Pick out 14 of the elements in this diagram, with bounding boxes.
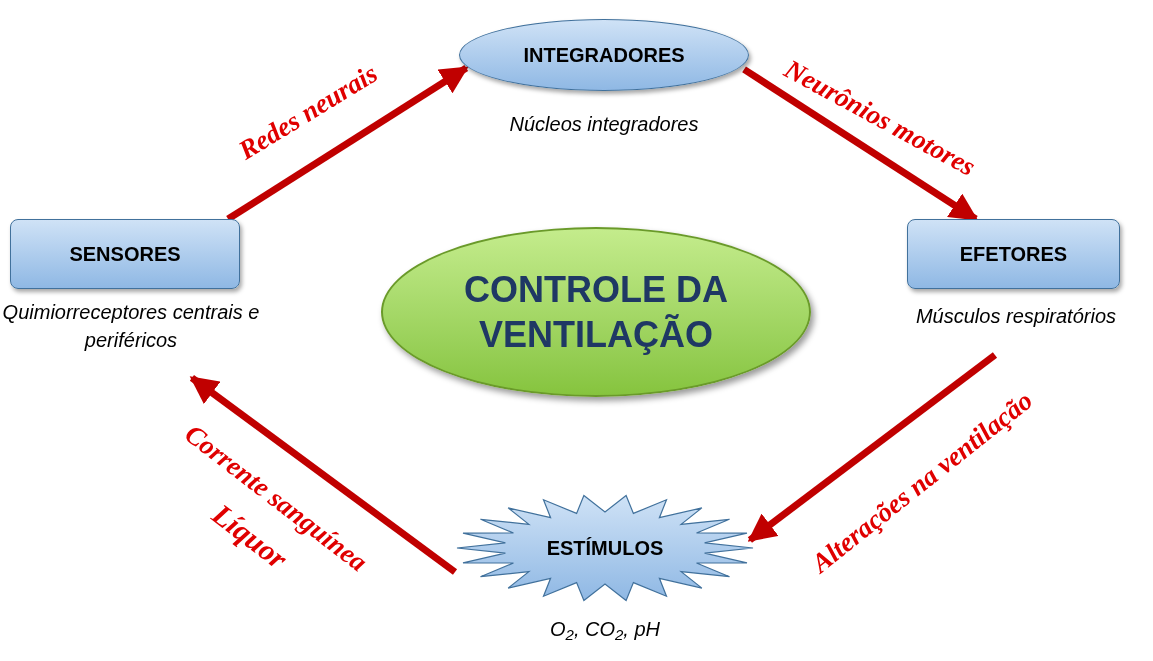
node-label: ESTÍMULOS <box>546 537 664 559</box>
node-caption: Núcleos integradores <box>508 112 700 137</box>
process-box <box>10 219 240 289</box>
node-caption: Quimiorreceptores centrais e periféricos <box>1 300 261 353</box>
node-label: CONTROLE DA VENTILAÇÃO <box>463 268 729 357</box>
starburst-node <box>455 493 755 603</box>
arrow <box>747 352 998 543</box>
node-label: INTEGRADORES <box>523 43 685 68</box>
node-caption: O$_{2}$, CO$_{2}$, pH <box>548 617 662 643</box>
arrow <box>189 375 458 575</box>
node-caption: Músculos respiratórios <box>914 304 1118 329</box>
process-box <box>907 219 1120 289</box>
node-label: SENSORES <box>69 242 181 267</box>
node-label: EFETORES <box>959 242 1068 267</box>
